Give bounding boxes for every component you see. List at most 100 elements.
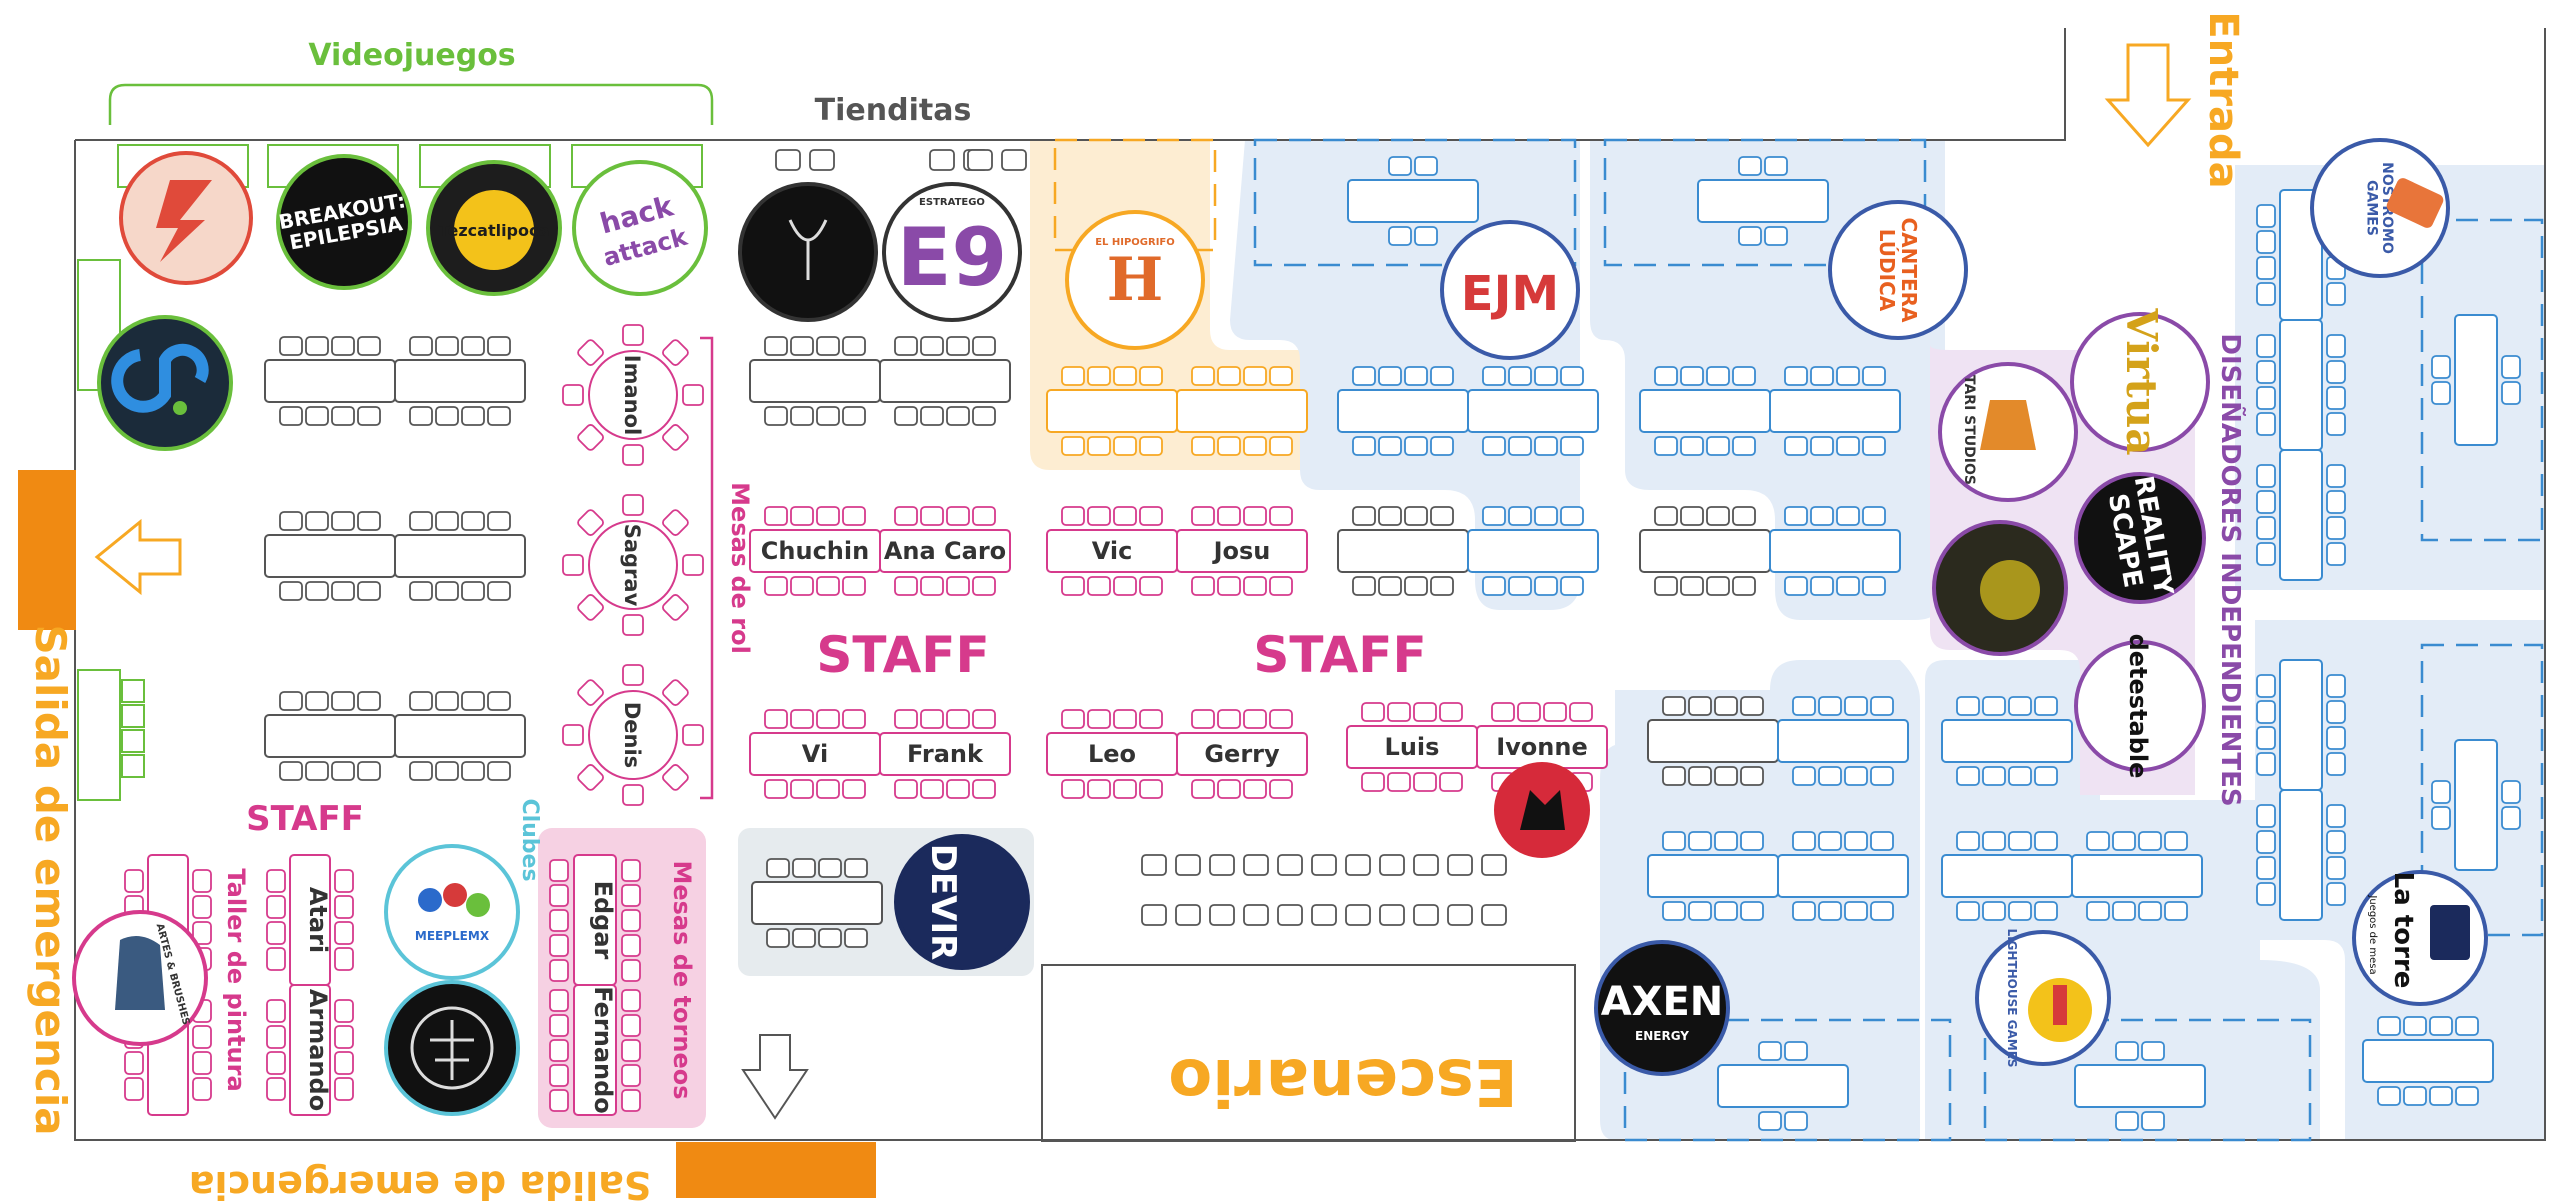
- seat: [766, 928, 790, 948]
- seat: [2141, 1041, 2165, 1061]
- table-top: [1769, 389, 1901, 433]
- seat: [1714, 766, 1738, 786]
- audience-seat: [1379, 904, 1405, 926]
- audience-seat: [1277, 854, 1303, 876]
- scissors-icon: [788, 219, 828, 280]
- label-mesas-rol: Mesas de rol: [726, 482, 754, 654]
- seat: [1352, 576, 1376, 596]
- seat: [920, 779, 944, 799]
- table-pair-hipogrifo: [1176, 366, 1308, 456]
- seat: [1387, 772, 1411, 792]
- seat: [2256, 882, 2276, 906]
- seat: [972, 336, 996, 356]
- seat: [2429, 1086, 2453, 1106]
- seat: [461, 511, 485, 531]
- seat: [435, 511, 459, 531]
- seat: [305, 511, 329, 531]
- seat: [946, 336, 970, 356]
- seat: [2326, 334, 2346, 358]
- seat: [2326, 726, 2346, 750]
- seat: [2431, 806, 2451, 830]
- seat: [435, 406, 459, 426]
- table: [1639, 506, 1771, 596]
- seat: [1870, 831, 1894, 851]
- seat: [1191, 709, 1215, 729]
- table-top: [1176, 732, 1308, 776]
- audience-seat: [1447, 854, 1473, 876]
- seat: [2256, 412, 2276, 436]
- seat: [2403, 1086, 2427, 1106]
- named-table: Leo: [1046, 709, 1178, 799]
- seat: [818, 858, 842, 878]
- seat: [967, 149, 993, 171]
- seat: [1482, 366, 1506, 386]
- table-pair: [1647, 831, 1779, 921]
- logo-text: detestable: [2124, 634, 2152, 779]
- seat: [2008, 901, 2032, 921]
- seat: [2326, 386, 2346, 410]
- table-top: [1647, 854, 1779, 898]
- table-name-label: Leo: [1088, 740, 1136, 768]
- tezcatlipoca-logo: Tezcatlipoca: [426, 160, 562, 296]
- table-top: [879, 359, 1011, 403]
- seat: [946, 779, 970, 799]
- vertical-table: [2256, 789, 2346, 921]
- seat: [1688, 831, 1712, 851]
- seat: [1844, 831, 1868, 851]
- seat: [549, 884, 569, 907]
- seat: [1654, 576, 1678, 596]
- table-pair: [264, 511, 396, 601]
- seat: [1560, 436, 1584, 456]
- seat: [357, 406, 381, 426]
- label-clubes: Clubes: [517, 798, 542, 881]
- torneo-table: Edgar: [549, 854, 641, 986]
- seat: [1956, 901, 1980, 921]
- label-salida-left: Salida de emergencia: [26, 624, 75, 1135]
- seat: [1662, 766, 1686, 786]
- named-table: Chuchin: [749, 506, 881, 596]
- seat: [1217, 576, 1241, 596]
- seat: [1732, 576, 1756, 596]
- seat: [1061, 709, 1085, 729]
- table-name-label: Vic: [1092, 537, 1133, 565]
- seat: [1534, 506, 1558, 526]
- seat: [2326, 490, 2346, 514]
- seat: [662, 424, 689, 451]
- person-label: Edgar: [589, 881, 617, 960]
- vertical-table: [2431, 739, 2521, 871]
- audience-seat: [1243, 904, 1269, 926]
- seat: [1706, 366, 1730, 386]
- seat: [1217, 779, 1241, 799]
- table-top: [1697, 179, 1829, 223]
- table-name-label: Chuchin: [761, 537, 869, 565]
- seat: [764, 576, 788, 596]
- rol-table: Denis: [562, 664, 704, 806]
- table-top: [588, 350, 678, 440]
- ship-icon: [2386, 178, 2444, 228]
- seat: [2008, 766, 2032, 786]
- table: [1941, 696, 2073, 786]
- seat: [621, 1064, 641, 1087]
- seat: [894, 336, 918, 356]
- logo-text: NOSTROMO: [2379, 162, 2395, 254]
- seat: [1844, 766, 1868, 786]
- seat: [1982, 696, 2006, 716]
- seat: [334, 921, 354, 945]
- seat: [1784, 576, 1808, 596]
- videojuegos-bracket: [108, 83, 714, 125]
- seat: [334, 1077, 354, 1101]
- seat: [2431, 780, 2451, 804]
- table-top: [1467, 389, 1599, 433]
- logo-text: CANTERA: [1897, 217, 1921, 323]
- named-table: Ana Caro: [879, 506, 1011, 596]
- table-top: [2279, 319, 2323, 451]
- seat: [2034, 696, 2058, 716]
- table-top: [749, 359, 881, 403]
- seat: [1740, 766, 1764, 786]
- seat: [1818, 901, 1842, 921]
- seat: [1534, 366, 1558, 386]
- seat: [1870, 901, 1894, 921]
- seat: [1404, 366, 1428, 386]
